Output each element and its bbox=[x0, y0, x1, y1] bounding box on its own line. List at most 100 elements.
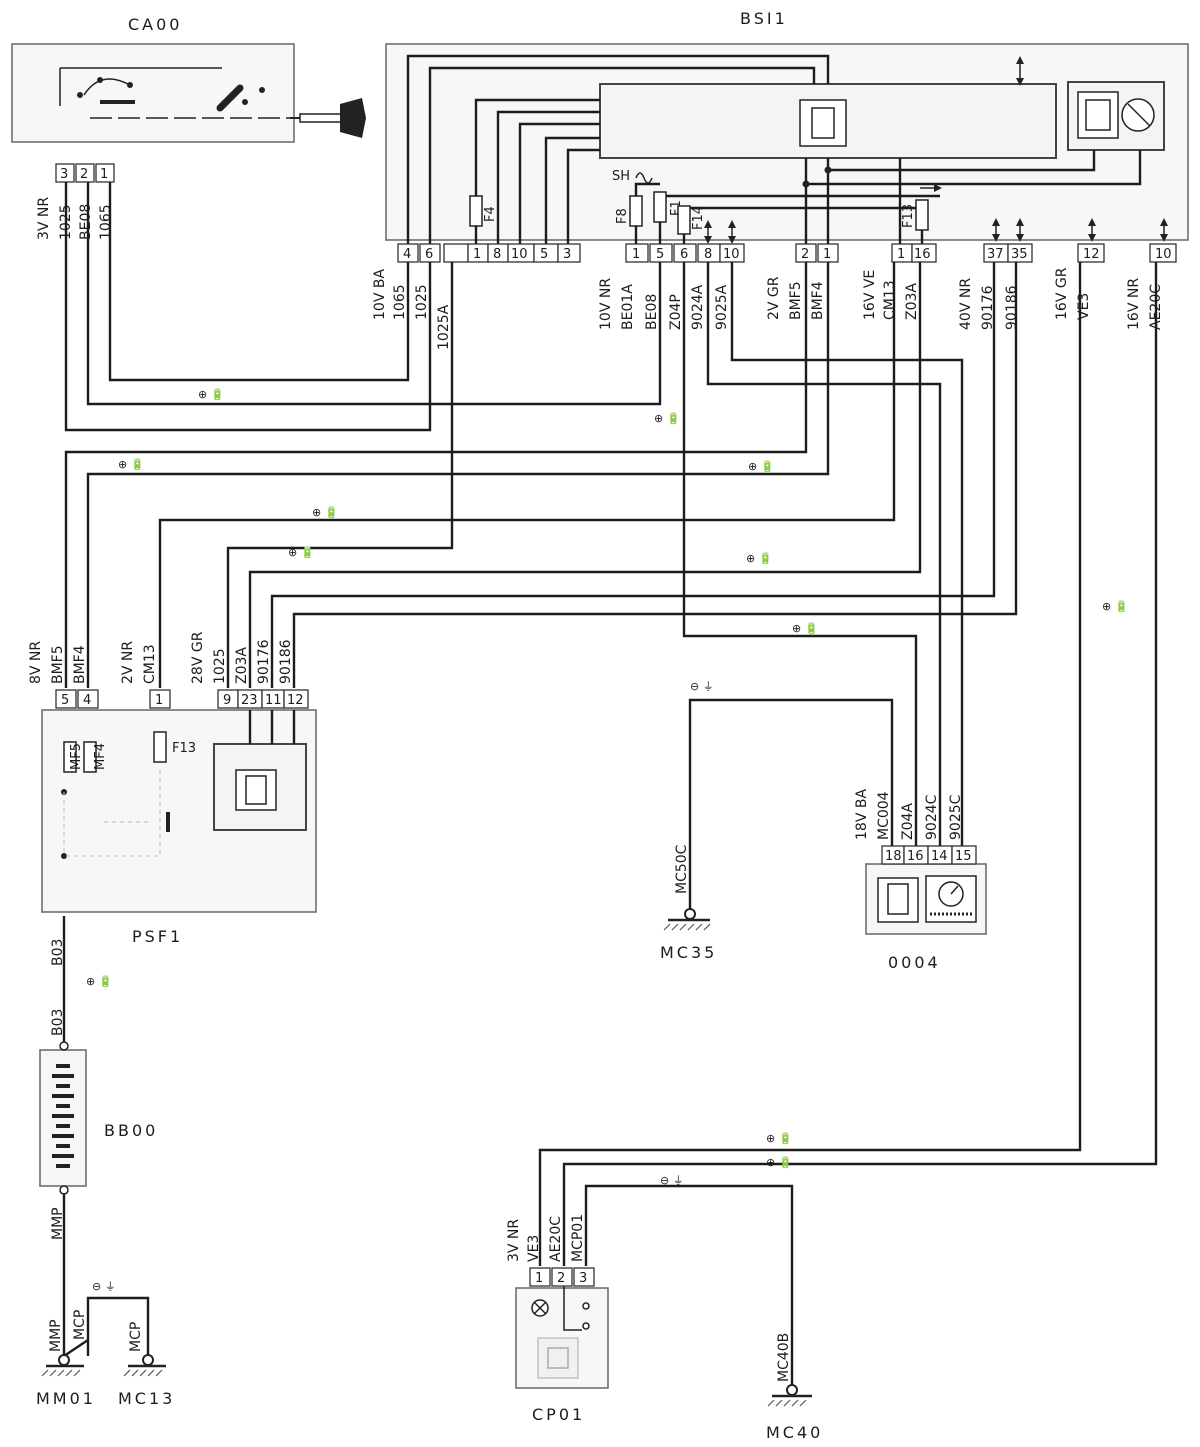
mc40-label: MC40 bbox=[766, 1423, 823, 1442]
svg-text:3V NR: 3V NR bbox=[36, 197, 52, 240]
svg-text:SH: SH bbox=[612, 169, 630, 184]
svg-text:16: 16 bbox=[914, 247, 931, 262]
ca00-label: CA00 bbox=[128, 15, 182, 34]
svg-text:37: 37 bbox=[987, 247, 1004, 262]
svg-text:⊖ ⏚: ⊖ ⏚ bbox=[92, 1280, 116, 1293]
cp01-wire-labels: 3V NR VE3 AE20C MCP01 bbox=[506, 1214, 586, 1262]
svg-text:1: 1 bbox=[155, 693, 163, 708]
svg-text:BMF4: BMF4 bbox=[72, 645, 88, 684]
svg-text:⊕ 🔋: ⊕ 🔋 bbox=[746, 552, 772, 565]
svg-text:28V GR: 28V GR bbox=[190, 631, 206, 684]
svg-text:16V NR: 16V NR bbox=[1126, 278, 1142, 330]
svg-text:F14: F14 bbox=[691, 206, 706, 230]
svg-text:⊕ 🔋: ⊕ 🔋 bbox=[312, 506, 338, 519]
svg-text:5: 5 bbox=[656, 247, 664, 262]
svg-text:15: 15 bbox=[955, 849, 972, 864]
svg-text:MCP: MCP bbox=[72, 1310, 88, 1340]
svg-text:2: 2 bbox=[80, 167, 88, 182]
ground-mc13-icon bbox=[123, 1354, 166, 1377]
svg-text:1: 1 bbox=[473, 247, 481, 262]
c0004-label: 0004 bbox=[888, 953, 941, 972]
svg-text:9: 9 bbox=[223, 693, 231, 708]
cp01-connector-pins: 1 2 3 bbox=[529, 1267, 595, 1287]
svg-text:MC004: MC004 bbox=[876, 791, 892, 840]
svg-text:⊕ 🔋: ⊕ 🔋 bbox=[1102, 600, 1128, 613]
svg-text:3: 3 bbox=[60, 167, 68, 182]
bsi1-label: BSI1 bbox=[740, 9, 788, 28]
svg-text:⊕ 🔋: ⊕ 🔋 bbox=[198, 388, 224, 401]
svg-text:4: 4 bbox=[83, 693, 91, 708]
ca00-connector: 3 2 1 3V NR 1025 BE08 1065 bbox=[36, 163, 115, 240]
svg-text:2: 2 bbox=[557, 1271, 565, 1286]
svg-text:1: 1 bbox=[100, 167, 108, 182]
svg-text:16V VE: 16V VE bbox=[862, 270, 878, 320]
bb00-label: BB00 bbox=[104, 1121, 158, 1140]
bsi1-bus-arrow-icon bbox=[1016, 56, 1024, 86]
svg-text:90186: 90186 bbox=[1004, 285, 1020, 330]
svg-text:F8: F8 bbox=[615, 208, 630, 224]
svg-text:VE3: VE3 bbox=[1076, 293, 1092, 320]
svg-text:5: 5 bbox=[540, 247, 548, 262]
svg-text:5: 5 bbox=[61, 693, 69, 708]
bsi1-connector-pins: 4 6 1 8 10 5 3 1 5 6 8 10 2 1 1 16 37 35… bbox=[397, 243, 1177, 263]
svg-text:9025A: 9025A bbox=[714, 284, 730, 330]
fuse-f14-icon: F14 bbox=[677, 205, 706, 235]
svg-text:9024C: 9024C bbox=[924, 794, 940, 840]
psf1-wire-labels: 8V NR BMF5 BMF4 2V NR CM13 28V GR 1025 Z… bbox=[28, 631, 294, 1036]
svg-text:3: 3 bbox=[563, 247, 571, 262]
svg-text:1065: 1065 bbox=[98, 204, 114, 240]
svg-text:BMF5: BMF5 bbox=[788, 281, 804, 320]
svg-text:90186: 90186 bbox=[278, 639, 294, 684]
svg-text:MCP01: MCP01 bbox=[570, 1214, 586, 1262]
svg-text:⊕ 🔋: ⊕ 🔋 bbox=[86, 975, 112, 988]
svg-text:1: 1 bbox=[535, 1271, 543, 1286]
svg-text:VE3: VE3 bbox=[526, 1235, 542, 1262]
svg-text:⊖ ⏚: ⊖ ⏚ bbox=[660, 1174, 684, 1187]
svg-text:18V BA: 18V BA bbox=[854, 789, 870, 840]
mm01-label: MM01 bbox=[36, 1389, 96, 1408]
svg-text:Z04P: Z04P bbox=[668, 294, 684, 330]
shunt-sh-icon: SH bbox=[612, 169, 653, 184]
svg-text:MF4: MF4 bbox=[93, 743, 108, 770]
svg-text:1025: 1025 bbox=[414, 284, 430, 320]
lamp-icon bbox=[531, 1299, 549, 1317]
bsi1-relay-icon bbox=[1077, 91, 1155, 139]
svg-text:90176: 90176 bbox=[256, 639, 272, 684]
c0004-wire-labels: 18V BA MC004 Z04A 9024C 9025C bbox=[854, 789, 964, 840]
svg-text:12: 12 bbox=[1083, 247, 1100, 262]
gauge-icon bbox=[925, 875, 977, 923]
svg-text:6: 6 bbox=[680, 247, 688, 262]
svg-text:9024A: 9024A bbox=[690, 284, 706, 330]
mc35-label: MC35 bbox=[660, 943, 717, 962]
ground-mm01-icon bbox=[41, 1354, 84, 1377]
svg-text:MC50C: MC50C bbox=[674, 844, 690, 894]
svg-text:35: 35 bbox=[1011, 247, 1028, 262]
svg-text:⊕ 🔋: ⊕ 🔋 bbox=[118, 458, 144, 471]
svg-text:1: 1 bbox=[632, 247, 640, 262]
svg-text:8: 8 bbox=[493, 247, 501, 262]
svg-text:F13: F13 bbox=[901, 204, 916, 228]
mc13-label: MC13 bbox=[118, 1389, 175, 1408]
svg-text:11: 11 bbox=[265, 693, 282, 708]
bsi1-wire-labels: 10V BA 1065 1025 1025A 10V NR BE01A BE08… bbox=[372, 267, 1164, 350]
bus-arrows-icon bbox=[704, 218, 1168, 244]
fuse-f13-bsi-icon: F13 bbox=[901, 199, 929, 231]
bsi1-output-arrow-icon bbox=[920, 184, 942, 192]
svg-text:MC40B: MC40B bbox=[776, 1333, 792, 1382]
svg-text:⊕ 🔋: ⊕ 🔋 bbox=[766, 1156, 792, 1169]
svg-text:1065: 1065 bbox=[392, 284, 408, 320]
svg-text:90176: 90176 bbox=[980, 285, 996, 330]
fuse-f4-icon: F4 bbox=[469, 195, 498, 227]
svg-text:⊕ 🔋: ⊕ 🔋 bbox=[748, 460, 774, 473]
svg-text:BMF4: BMF4 bbox=[810, 281, 826, 320]
svg-text:14: 14 bbox=[931, 849, 948, 864]
svg-text:4: 4 bbox=[403, 247, 411, 262]
battery-icon bbox=[52, 1064, 74, 1168]
ignition-switch-icon bbox=[59, 67, 340, 119]
svg-text:2V NR: 2V NR bbox=[120, 641, 136, 684]
svg-text:BE01A: BE01A bbox=[620, 284, 636, 330]
svg-text:MCP: MCP bbox=[128, 1322, 144, 1352]
svg-text:F13: F13 bbox=[172, 741, 196, 756]
svg-text:1: 1 bbox=[823, 247, 831, 262]
